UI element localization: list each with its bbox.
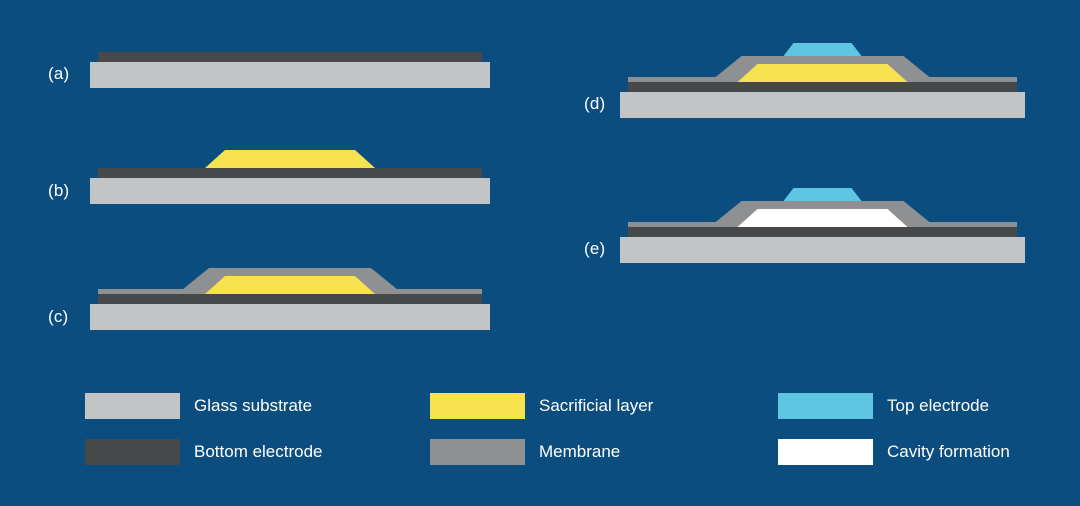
panel-a (90, 52, 490, 88)
legend-swatch-cavity-formation (778, 439, 873, 465)
legend-swatch-membrane (430, 439, 525, 465)
cavity-layer (738, 209, 908, 227)
legend-item: Cavity formation (778, 439, 1010, 465)
legend-item: Glass substrate (85, 393, 312, 419)
membrane-layer (177, 268, 403, 294)
panel-label-b: (b) (48, 181, 70, 200)
legend-label: Bottom electrode (194, 442, 323, 461)
top-electrode-layer (784, 188, 862, 201)
legend-item: Sacrificial layer (430, 393, 653, 419)
panel-label-e: (e) (584, 239, 606, 258)
legend-label: Glass substrate (194, 396, 313, 415)
glass-substrate-layer (90, 62, 490, 88)
panel-d (620, 43, 1025, 118)
panel-label-c: (c) (48, 307, 69, 326)
bottom-electrode-layer (98, 168, 482, 178)
glass-substrate-layer (620, 92, 1025, 118)
legend-swatch-top-electrode (778, 393, 873, 419)
panel-c (90, 268, 490, 330)
legend-swatch-sacrificial-layer (430, 393, 525, 419)
bottom-electrode-layer (628, 227, 1017, 237)
membrane-layer (710, 201, 936, 227)
legend-item: Top electrode (778, 393, 989, 419)
sacrificial-layer (205, 150, 375, 168)
sacrificial-layer (738, 64, 908, 82)
legend-label: Membrane (539, 442, 621, 461)
panel-label-a: (a) (48, 64, 70, 83)
panel-e (620, 188, 1025, 263)
sacrificial-layer (205, 276, 375, 294)
bottom-electrode-layer (98, 52, 482, 62)
glass-substrate-layer (90, 178, 490, 204)
panel-label-d: (d) (584, 94, 606, 113)
legend-swatch-glass-substrate (85, 393, 180, 419)
bottom-electrode-layer (628, 82, 1017, 92)
legend-label: Sacrificial layer (539, 396, 654, 415)
legend-item: Membrane (430, 439, 620, 465)
top-electrode-layer (784, 43, 862, 56)
legend-label: Cavity formation (887, 442, 1010, 461)
panel-b (90, 150, 490, 204)
glass-substrate-layer (90, 304, 490, 330)
glass-substrate-layer (620, 237, 1025, 263)
legend-swatch-bottom-electrode (85, 439, 180, 465)
legend-label: Top electrode (887, 396, 990, 415)
legend-item: Bottom electrode (85, 439, 323, 465)
membrane-layer (710, 56, 936, 82)
bottom-electrode-layer (98, 294, 482, 304)
